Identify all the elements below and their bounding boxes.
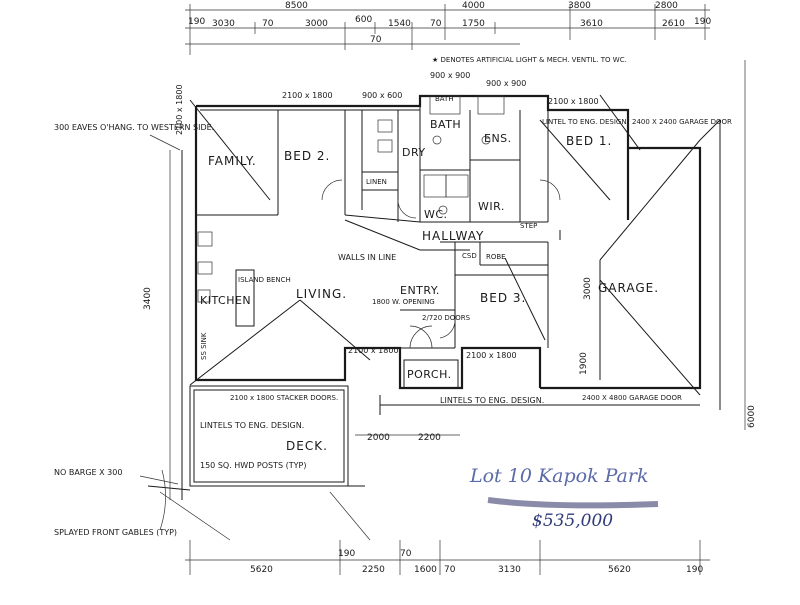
dim-top-70: 70 xyxy=(262,19,274,29)
room-bed1: BED 1. xyxy=(566,134,612,148)
note-garage-door-top: 2400 X 2400 GARAGE DOOR xyxy=(632,118,732,126)
dim-top-70c: 70 xyxy=(370,35,382,45)
handwritten-price: $535,000 xyxy=(532,511,613,531)
deck-structure xyxy=(147,150,371,541)
dim-bottom-5620b: 5620 xyxy=(608,565,631,575)
top-dimension-labels: 190 8500 4000 3800 2800 190 3030 70 3000… xyxy=(188,1,711,45)
dim-top-3000: 3000 xyxy=(305,19,328,29)
room-family: FAMILY. xyxy=(208,154,257,168)
wet-area-fixtures xyxy=(377,95,505,215)
room-dry: DRY xyxy=(402,146,426,159)
dim-bottom-5620: 5620 xyxy=(250,565,273,575)
crossed-out-scribble xyxy=(487,497,659,509)
dim-deck-2000: 2000 xyxy=(367,433,390,443)
note-lintels-deck: LINTELS TO ENG. DESIGN. xyxy=(200,421,304,430)
room-kitchen: KITCHEN xyxy=(200,294,251,307)
room-bath: BATH xyxy=(430,118,461,131)
dim-left-3400: 3400 xyxy=(143,287,153,310)
porch-garage-lines xyxy=(379,230,700,415)
note-gables: SPLAYED FRONT GABLES (TYP) xyxy=(54,528,177,537)
dim-top-2800: 2800 xyxy=(655,1,678,11)
note-eaves: 300 EAVES O'HANG. TO WESTERN SIDE. xyxy=(54,123,214,132)
dim-top-4000: 4000 xyxy=(462,1,485,11)
note-step: STEP xyxy=(520,222,537,230)
window-labels: 2100 x 1800 900 x 600 900 x 900 900 x 90… xyxy=(175,71,599,360)
window-bed2: 2100 x 1800 xyxy=(282,91,333,100)
room-deck: DECK. xyxy=(286,439,328,453)
bottom-dimension-lines xyxy=(185,434,710,575)
note-garage-door-bottom: 2400 X 4800 GARAGE DOOR xyxy=(582,394,682,402)
window-dry: 900 x 600 xyxy=(362,91,402,100)
dim-top-3610: 3610 xyxy=(580,19,603,29)
dim-top-8500: 8500 xyxy=(285,1,308,11)
note-barge: NO BARGE X 300 xyxy=(54,468,122,477)
note-walls-in-line: WALLS IN LINE xyxy=(338,253,396,262)
note-artificial-light: ★ DENOTES ARTIFICIAL LIGHT & MECH. VENTI… xyxy=(432,56,627,64)
dim-top-2610: 2610 xyxy=(662,19,685,29)
handwritten-annotation: Lot 10 Kapok Park $535,000 xyxy=(469,465,659,531)
dim-top-3030: 3030 xyxy=(212,19,235,29)
island-label: ISLAND BENCH xyxy=(238,276,291,284)
note-leaders xyxy=(139,134,181,531)
dim-right-3000: 3000 xyxy=(583,277,593,300)
window-family: 2100 x 1800 xyxy=(175,84,184,135)
kitchen-sink: SS SINK xyxy=(200,332,208,360)
dim-top-1750: 1750 xyxy=(462,19,485,29)
roof-lines xyxy=(189,94,721,410)
bottom-dimension-labels: 5620 190 2250 70 1600 70 3130 5620 190 2… xyxy=(250,433,703,575)
interior-walls xyxy=(196,106,549,349)
room-labels: FAMILY. BED 2. BED 1. BED 3. KITCHEN LIV… xyxy=(200,95,659,453)
room-wc: WC. xyxy=(424,208,448,221)
note-opening: 1800 W. OPENING xyxy=(372,298,435,306)
note-lintel-ens: LINTEL TO ENG. DESIGN. xyxy=(542,118,629,126)
note-lintels-porch: LINTELS TO ENG. DESIGN. xyxy=(440,396,544,405)
room-bed3: BED 3. xyxy=(480,291,526,305)
kitchen-island: ISLAND BENCH xyxy=(197,231,291,327)
note-stacker: 2100 x 1800 STACKER DOORS. xyxy=(230,394,338,402)
plan-notes: 300 EAVES O'HANG. TO WESTERN SIDE. NO BA… xyxy=(54,118,732,537)
dim-bottom-2250: 2250 xyxy=(362,565,385,575)
dim-right-6000: 6000 xyxy=(747,405,757,428)
room-csd: CSD xyxy=(462,252,477,260)
window-bed3: 2100 x 1800 xyxy=(466,351,517,360)
dim-deck-2200: 2200 xyxy=(418,433,441,443)
room-robe: ROBE xyxy=(486,253,506,261)
room-linen: LINEN xyxy=(366,178,387,186)
dim-bottom-3130: 3130 xyxy=(498,565,521,575)
room-bath-small: BATH xyxy=(435,95,454,103)
dim-top-70b: 70 xyxy=(430,19,442,29)
dim-right-1900: 1900 xyxy=(579,352,589,375)
dim-top-3800: 3800 xyxy=(568,1,591,11)
dim-bottom-1600: 1600 xyxy=(414,565,437,575)
room-ens: ENS. xyxy=(484,132,512,145)
window-ens: 900 x 900 xyxy=(486,79,526,88)
room-bed2: BED 2. xyxy=(284,149,330,163)
dim-top-190: 190 xyxy=(188,17,205,27)
handwritten-lot: Lot 10 Kapok Park xyxy=(469,465,648,487)
top-dimension-lines xyxy=(185,4,710,55)
room-entry: ENTRY. xyxy=(400,284,440,297)
note-doors: 2/720 DOORS xyxy=(422,314,471,322)
dim-bottom-190b: 190 xyxy=(686,565,703,575)
door-swings xyxy=(321,179,561,349)
room-porch: PORCH. xyxy=(407,368,452,381)
dim-top-190-right: 190 xyxy=(694,17,711,27)
dim-top-600: 600 xyxy=(355,15,372,25)
dim-bottom-70b: 70 xyxy=(444,565,456,575)
window-bed1: 2100 x 1800 xyxy=(548,97,599,106)
window-bath: 900 x 900 xyxy=(430,71,470,80)
note-posts: 150 SQ. HWD POSTS (TYP) xyxy=(200,461,306,470)
window-living: 2100 x 1800 xyxy=(348,346,399,355)
room-garage: GARAGE. xyxy=(598,281,659,295)
room-living: LIVING. xyxy=(296,287,347,301)
dim-top-1540: 1540 xyxy=(388,19,411,29)
dim-bottom-70: 70 xyxy=(400,549,412,559)
room-wir: WIR. xyxy=(478,200,505,213)
dim-bottom-190: 190 xyxy=(338,549,355,559)
room-hallway: HALLWAY xyxy=(422,229,484,243)
